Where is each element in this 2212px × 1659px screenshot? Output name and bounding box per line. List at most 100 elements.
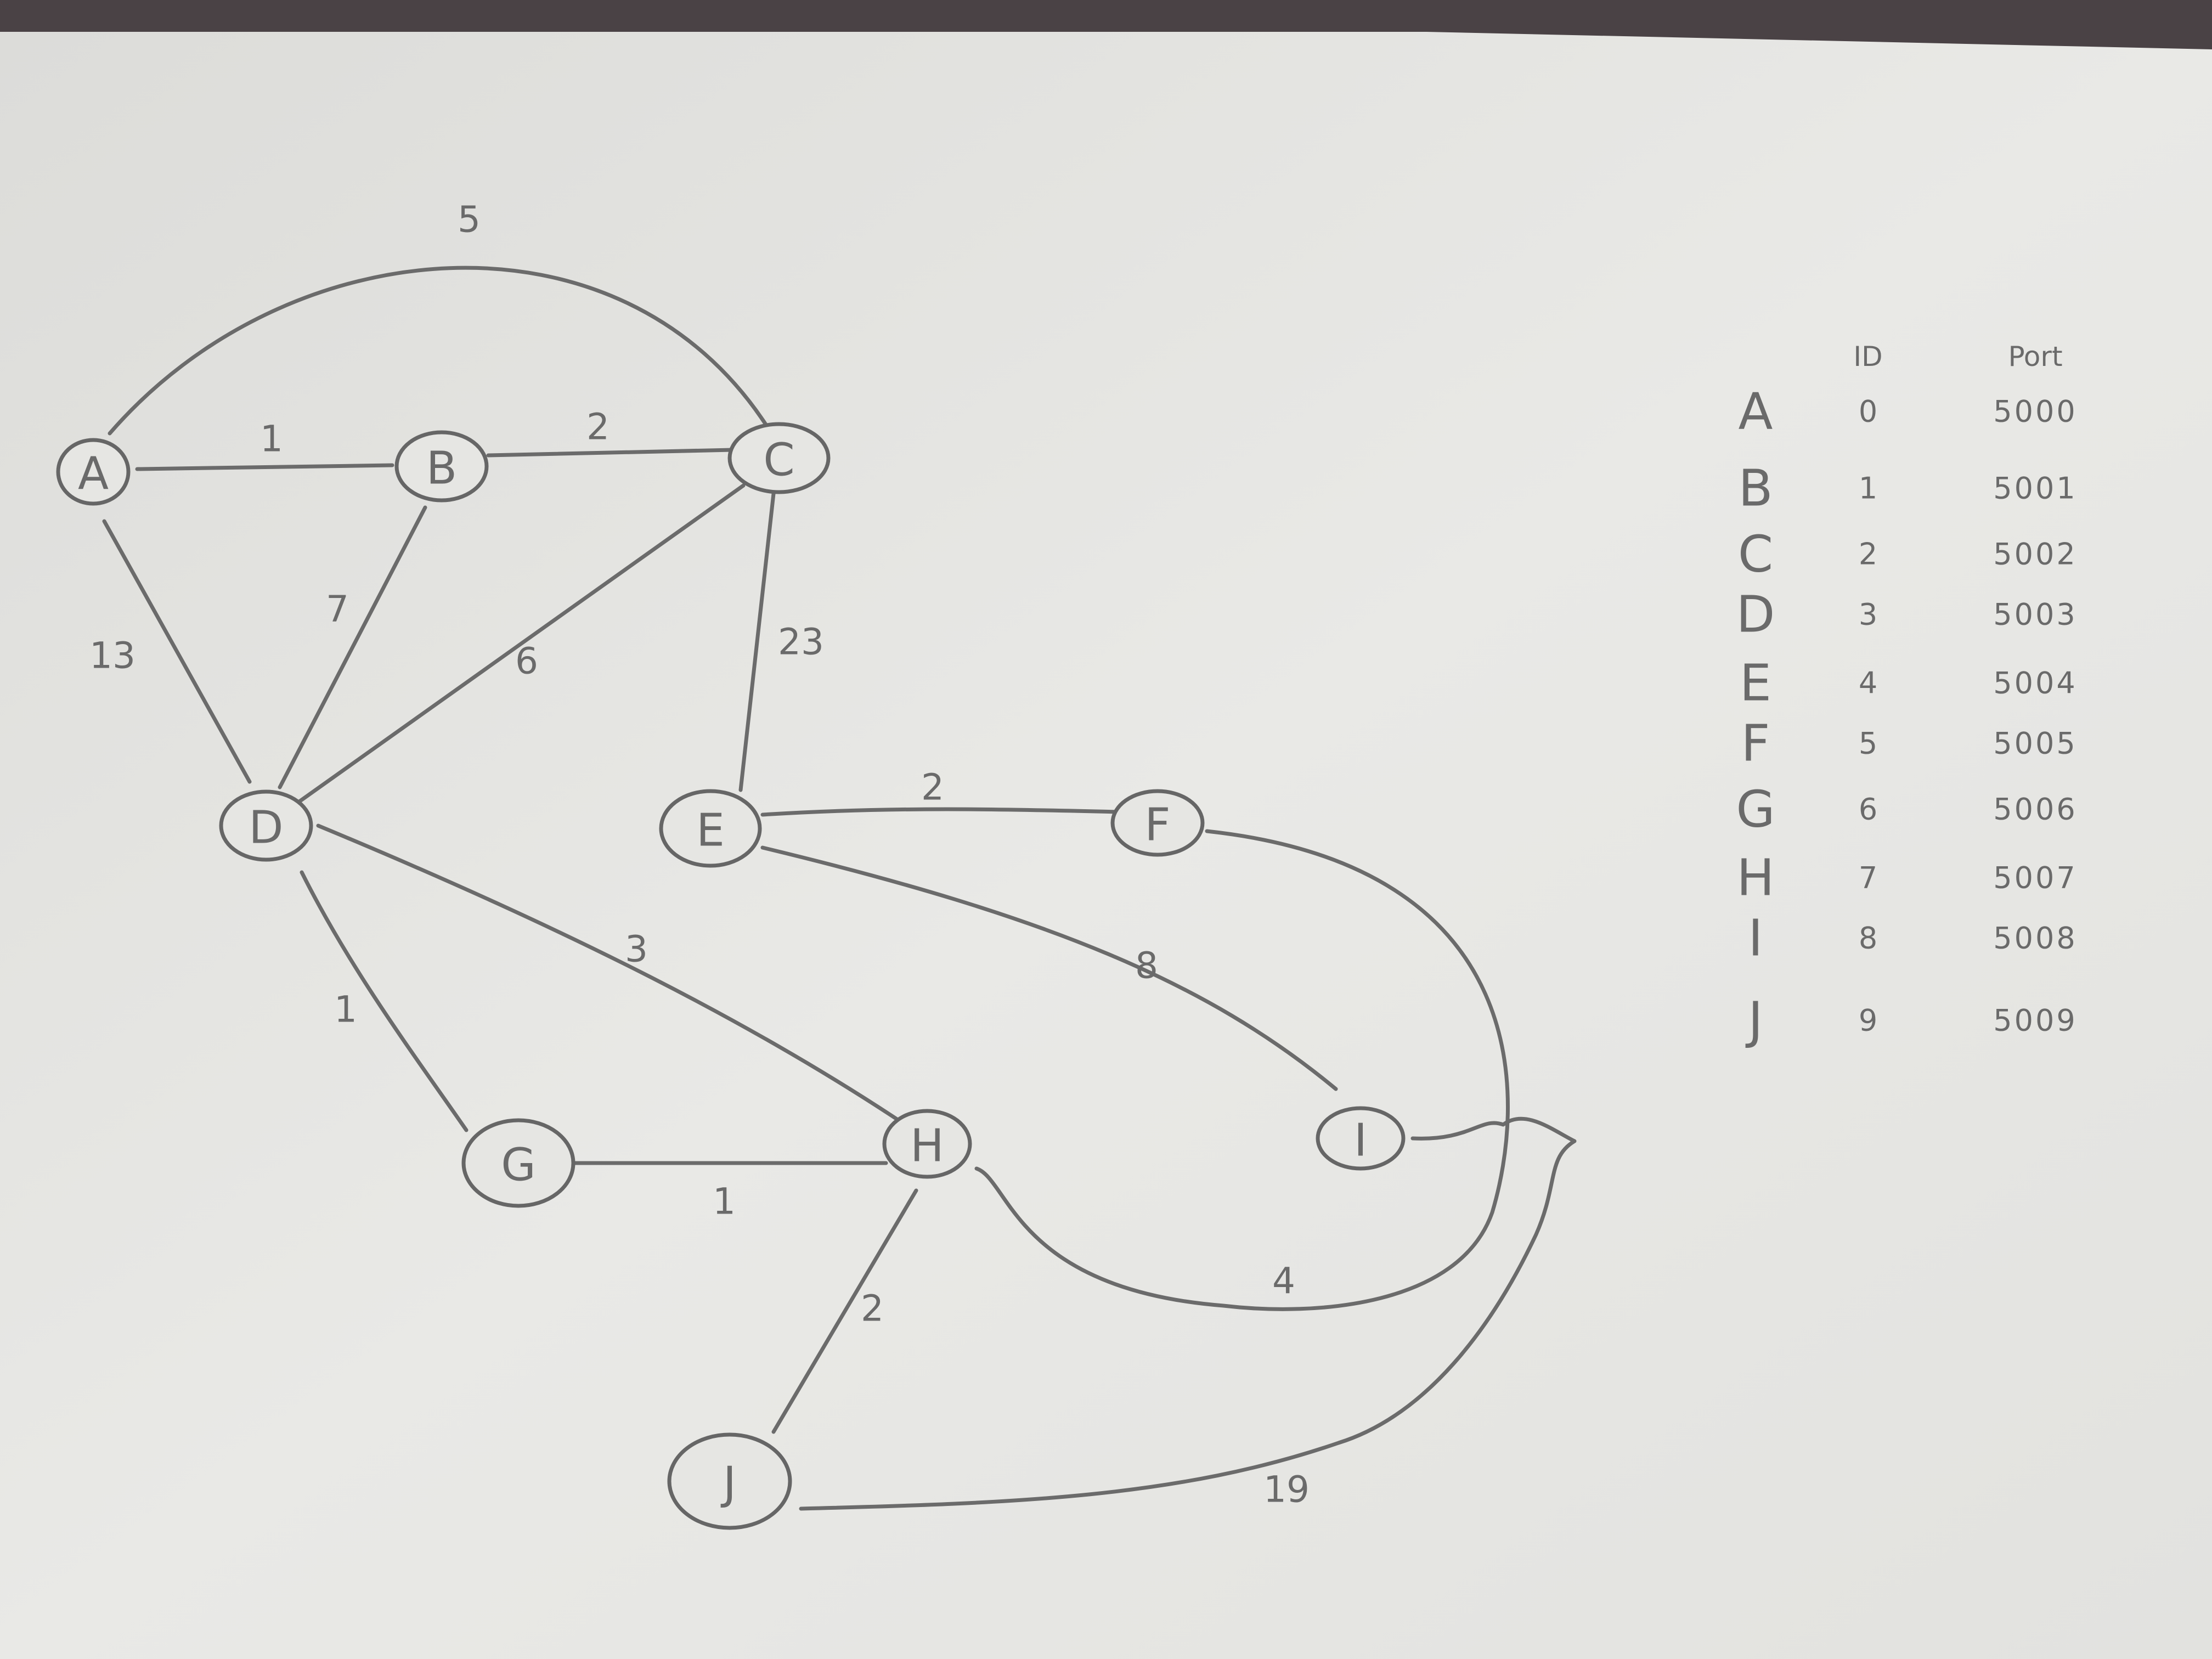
table-row: I 8 5008 bbox=[1748, 909, 2077, 968]
node-label-B: B bbox=[426, 443, 457, 495]
table-header-id: ID bbox=[1853, 341, 1882, 373]
node-G: G bbox=[461, 1118, 575, 1208]
table-node-cell: C bbox=[1738, 525, 1773, 584]
edge-weight-A-D: 13 bbox=[89, 635, 136, 677]
edge-weight-F-H: 4 bbox=[1272, 1260, 1295, 1302]
edge-weight-B-C: 2 bbox=[586, 406, 610, 448]
node-circle-G bbox=[461, 1118, 575, 1208]
table-node-cell: J bbox=[1745, 991, 1763, 1050]
node-circle-C bbox=[727, 422, 831, 494]
edges-layer bbox=[102, 266, 1577, 1511]
node-H: H bbox=[882, 1109, 972, 1179]
node-J: J bbox=[667, 1432, 792, 1530]
table-node-cell: E bbox=[1740, 654, 1771, 713]
table-node-cell: F bbox=[1741, 714, 1770, 773]
table-row: E 4 5004 bbox=[1740, 654, 2077, 713]
table-node-cell: A bbox=[1739, 382, 1773, 441]
edge-B-C bbox=[486, 448, 735, 458]
table-node-cell: B bbox=[1738, 459, 1773, 518]
table-node-cell: I bbox=[1748, 909, 1763, 968]
node-I: I bbox=[1316, 1106, 1406, 1171]
table-node-cell: H bbox=[1736, 849, 1774, 907]
edge-I-J bbox=[799, 1116, 1577, 1511]
edge-weight-E-I: 8 bbox=[1135, 945, 1158, 987]
node-D: D bbox=[219, 789, 313, 862]
edge-weight-H-J: 2 bbox=[861, 1288, 884, 1330]
node-B: B bbox=[394, 430, 489, 503]
edge-weight-D-G: 1 bbox=[334, 989, 357, 1031]
node-label-C: C bbox=[763, 435, 794, 487]
table-port-cell: 5009 bbox=[1993, 1003, 2077, 1038]
edge-A-D bbox=[102, 519, 252, 784]
edge-weight-D-H: 3 bbox=[625, 928, 648, 970]
table-id-cell: 7 bbox=[1859, 861, 1877, 895]
node-circle-I bbox=[1316, 1106, 1406, 1171]
edge-D-H bbox=[316, 823, 907, 1127]
edge-D-G bbox=[300, 870, 469, 1132]
table-row: J 9 5009 bbox=[1745, 991, 2077, 1050]
table-row: C 2 5002 bbox=[1738, 525, 2077, 584]
node-circle-H bbox=[882, 1109, 972, 1179]
table-port-cell: 5001 bbox=[1993, 471, 2077, 506]
table-id-cell: 3 bbox=[1859, 597, 1877, 632]
edge-weight-E-F: 2 bbox=[921, 766, 944, 809]
node-circle-D bbox=[219, 789, 313, 862]
edge-weight-C-E: 23 bbox=[778, 621, 824, 663]
table-id-cell: 2 bbox=[1859, 537, 1877, 572]
node-circle-A bbox=[56, 438, 131, 506]
table-id-cell: 1 bbox=[1859, 471, 1877, 506]
edge-C-D bbox=[294, 483, 746, 806]
table-id-cell: 6 bbox=[1859, 792, 1877, 827]
edge-A-C bbox=[108, 266, 770, 436]
edge-A-B bbox=[135, 463, 394, 471]
edge-weight-C-D: 6 bbox=[515, 640, 538, 682]
table-id-cell: 0 bbox=[1859, 394, 1877, 429]
table-node-cell: G bbox=[1736, 780, 1775, 839]
node-label-D: D bbox=[249, 802, 283, 854]
node-E: E bbox=[659, 789, 762, 868]
table-header-port: Port bbox=[2008, 341, 2062, 373]
node-circle-E bbox=[659, 789, 762, 868]
table-id-cell: 4 bbox=[1859, 666, 1877, 701]
edge-weight-A-B: 1 bbox=[260, 418, 283, 460]
node-label-G: G bbox=[501, 1139, 536, 1192]
table-id-cell: 8 bbox=[1859, 921, 1877, 956]
paper-sheet bbox=[0, 32, 2212, 1659]
table-port-cell: 5008 bbox=[1993, 921, 2077, 956]
edge-weight-A-C: 5 bbox=[458, 199, 481, 241]
edge-E-F bbox=[760, 807, 1121, 817]
node-label-F: F bbox=[1144, 799, 1170, 851]
table-port-cell: 5005 bbox=[1993, 726, 2077, 761]
edge-weight-G-H: 1 bbox=[713, 1181, 736, 1223]
edge-H-J bbox=[771, 1188, 918, 1434]
edge-weight-B-D: 7 bbox=[326, 588, 349, 630]
node-A: A bbox=[56, 438, 131, 506]
edge-C-E bbox=[738, 492, 776, 792]
edge-weight-I-J: 19 bbox=[1263, 1469, 1310, 1511]
node-C: C bbox=[727, 422, 831, 494]
table-row: B 1 5001 bbox=[1738, 459, 2077, 518]
node-circle-B bbox=[394, 430, 489, 503]
table-port-cell: 5002 bbox=[1993, 537, 2077, 572]
edge-E-I bbox=[760, 845, 1338, 1091]
node-circle-J bbox=[667, 1432, 792, 1530]
edge-B-D bbox=[278, 505, 427, 789]
table-node-cell: D bbox=[1736, 585, 1775, 644]
table-port-cell: 5004 bbox=[1993, 666, 2077, 701]
table-id-cell: 9 bbox=[1859, 1003, 1877, 1038]
edge-F-H bbox=[974, 829, 1510, 1311]
table-port-cell: 5003 bbox=[1993, 597, 2077, 632]
table-row: F 5 5005 bbox=[1741, 714, 2077, 773]
node-label-A: A bbox=[78, 448, 109, 500]
node-label-J: J bbox=[720, 1458, 736, 1510]
table-id-cell: 5 bbox=[1859, 726, 1877, 761]
table-port-cell: 5007 bbox=[1993, 861, 2077, 895]
node-circle-F bbox=[1110, 789, 1205, 857]
table-port-cell: 5006 bbox=[1993, 792, 2077, 827]
node-F: F bbox=[1110, 789, 1205, 857]
node-label-I: I bbox=[1354, 1115, 1367, 1167]
